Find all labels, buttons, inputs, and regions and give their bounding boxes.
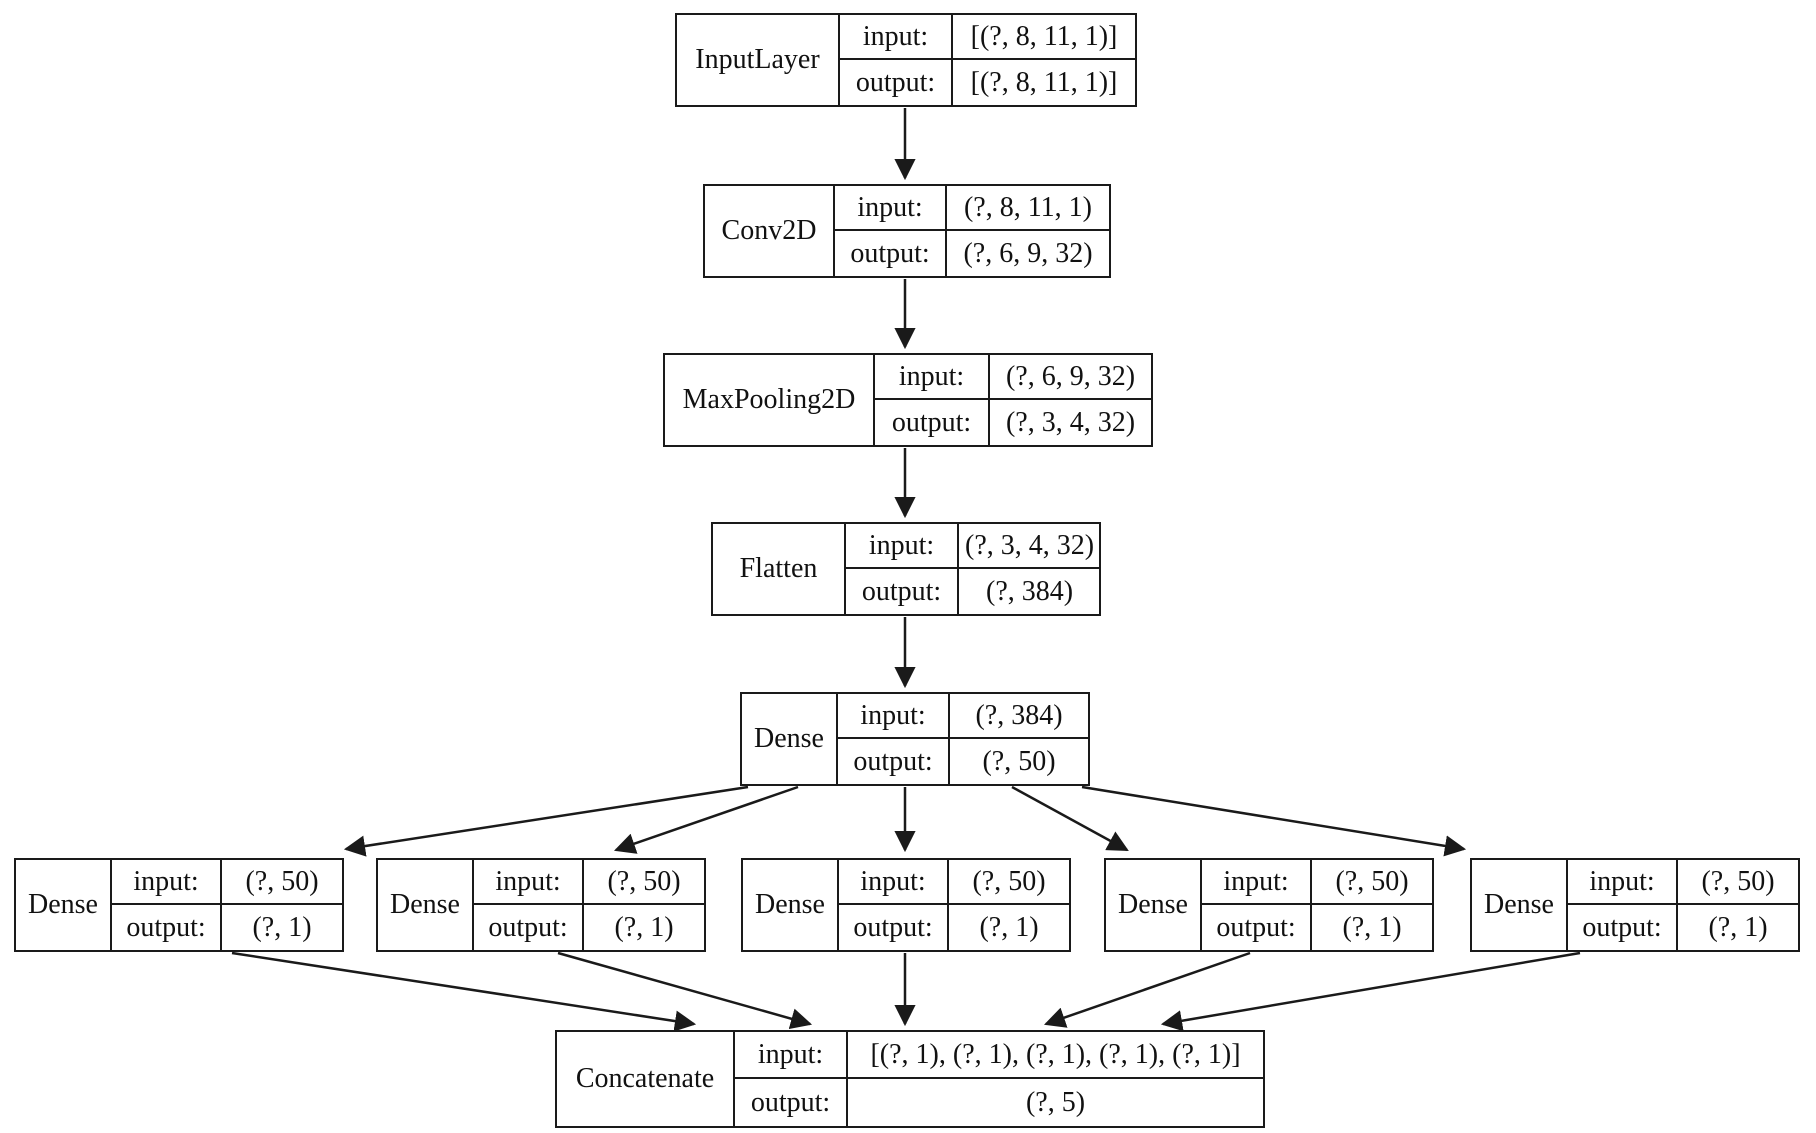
- output-shape-value: (?, 6, 9, 32): [963, 237, 1093, 269]
- layer-type-label: Dense: [16, 860, 112, 950]
- edge-dense-dense2: [613, 785, 799, 854]
- output-shape-value: (?, 1): [979, 911, 1039, 943]
- output-field-label: output:: [846, 569, 959, 614]
- edge-dense-dense4: [1011, 785, 1129, 852]
- input-shape-value: (?, 50): [222, 860, 342, 905]
- layer-type-label: Dense: [1106, 860, 1202, 950]
- layer-type-label: Concatenate: [557, 1032, 735, 1126]
- input-field-label: input:: [474, 860, 584, 905]
- layer-type-label: Dense: [743, 860, 839, 950]
- node-input-layer: InputLayer input: [(?, 8, 11, 1)] output…: [675, 13, 1137, 107]
- input-shape-value: (?, 50): [1312, 860, 1432, 905]
- node-dense-head-4: Dense input: (?, 50) output: (?, 1): [1104, 858, 1434, 952]
- output-field-label: output:: [1568, 905, 1678, 950]
- input-shape-value: (?, 6, 9, 32): [990, 355, 1151, 400]
- output-shape-value: (?, 384): [986, 575, 1074, 607]
- edge-dense-dense1: [343, 785, 749, 857]
- input-field-label: input:: [846, 524, 959, 569]
- output-field-label: output:: [875, 400, 990, 445]
- input-field-label: input:: [1202, 860, 1312, 905]
- input-shape-value: (?, 50): [949, 860, 1069, 905]
- input-field-label: input:: [835, 186, 947, 231]
- layer-type-label: MaxPooling2D: [665, 355, 875, 445]
- layer-type-label: Dense: [742, 694, 838, 784]
- output-shape-value: (?, 50): [982, 745, 1056, 777]
- layer-type-label: InputLayer: [677, 15, 840, 105]
- output-field-label: output:: [112, 905, 222, 950]
- input-shape-value: [(?, 1), (?, 1), (?, 1), (?, 1), (?, 1)]: [848, 1032, 1263, 1079]
- node-dense-head-1: Dense input: (?, 50) output: (?, 1): [14, 858, 344, 952]
- edge-dense5-concatenate: [1160, 951, 1581, 1032]
- edge-dense2-concatenate: [557, 951, 813, 1030]
- output-shape-value: (?, 1): [1342, 911, 1402, 943]
- node-maxpooling2d: MaxPooling2D input: (?, 6, 9, 32) output…: [663, 353, 1153, 447]
- node-dense-head-3: Dense input: (?, 50) output: (?, 1): [741, 858, 1071, 952]
- input-field-label: input:: [875, 355, 990, 400]
- input-shape-value: (?, 8, 11, 1): [947, 186, 1109, 231]
- node-dense-head-2: Dense input: (?, 50) output: (?, 1): [376, 858, 706, 952]
- output-field-label: output:: [839, 905, 949, 950]
- layer-type-label: Conv2D: [705, 186, 835, 276]
- layer-type-label: Dense: [1472, 860, 1568, 950]
- node-dense-trunk: Dense input: (?, 384) output: (?, 50): [740, 692, 1090, 786]
- input-field-label: input:: [1568, 860, 1678, 905]
- output-field-label: output:: [835, 231, 947, 276]
- layer-type-label: Flatten: [713, 524, 846, 614]
- output-field-label: output:: [838, 739, 950, 784]
- output-shape-value: (?, 1): [252, 911, 312, 943]
- output-shape-value: (?, 1): [614, 911, 674, 943]
- edge-dense4-concatenate: [1043, 951, 1251, 1028]
- edge-dense1-concatenate: [231, 951, 697, 1032]
- output-field-label: output:: [474, 905, 584, 950]
- input-shape-value: (?, 50): [1678, 860, 1798, 905]
- output-shape-value: (?, 5): [1025, 1086, 1086, 1118]
- output-shape-value: (?, 1): [1708, 911, 1768, 943]
- input-shape-value: (?, 3, 4, 32): [959, 524, 1101, 569]
- layer-type-label: Dense: [378, 860, 474, 950]
- input-field-label: input:: [112, 860, 222, 905]
- input-shape-value: [(?, 8, 11, 1)]: [953, 15, 1135, 60]
- edge-dense-dense5: [1081, 785, 1467, 857]
- output-field-label: output:: [840, 60, 953, 105]
- node-concatenate: Concatenate input: [(?, 1), (?, 1), (?, …: [555, 1030, 1265, 1128]
- node-dense-head-5: Dense input: (?, 50) output: (?, 1): [1470, 858, 1800, 952]
- output-field-label: output:: [735, 1079, 848, 1126]
- input-field-label: input:: [840, 15, 953, 60]
- node-conv2d: Conv2D input: (?, 8, 11, 1) output: (?, …: [703, 184, 1111, 278]
- output-field-label: output:: [1202, 905, 1312, 950]
- input-field-label: input:: [839, 860, 949, 905]
- input-shape-value: (?, 384): [950, 694, 1088, 739]
- input-field-label: input:: [735, 1032, 848, 1079]
- input-field-label: input:: [838, 694, 950, 739]
- output-shape-value: (?, 3, 4, 32): [1005, 406, 1136, 438]
- output-shape-value: [(?, 8, 11, 1)]: [970, 66, 1118, 98]
- node-flatten: Flatten input: (?, 3, 4, 32) output: (?,…: [711, 522, 1101, 616]
- input-shape-value: (?, 50): [584, 860, 704, 905]
